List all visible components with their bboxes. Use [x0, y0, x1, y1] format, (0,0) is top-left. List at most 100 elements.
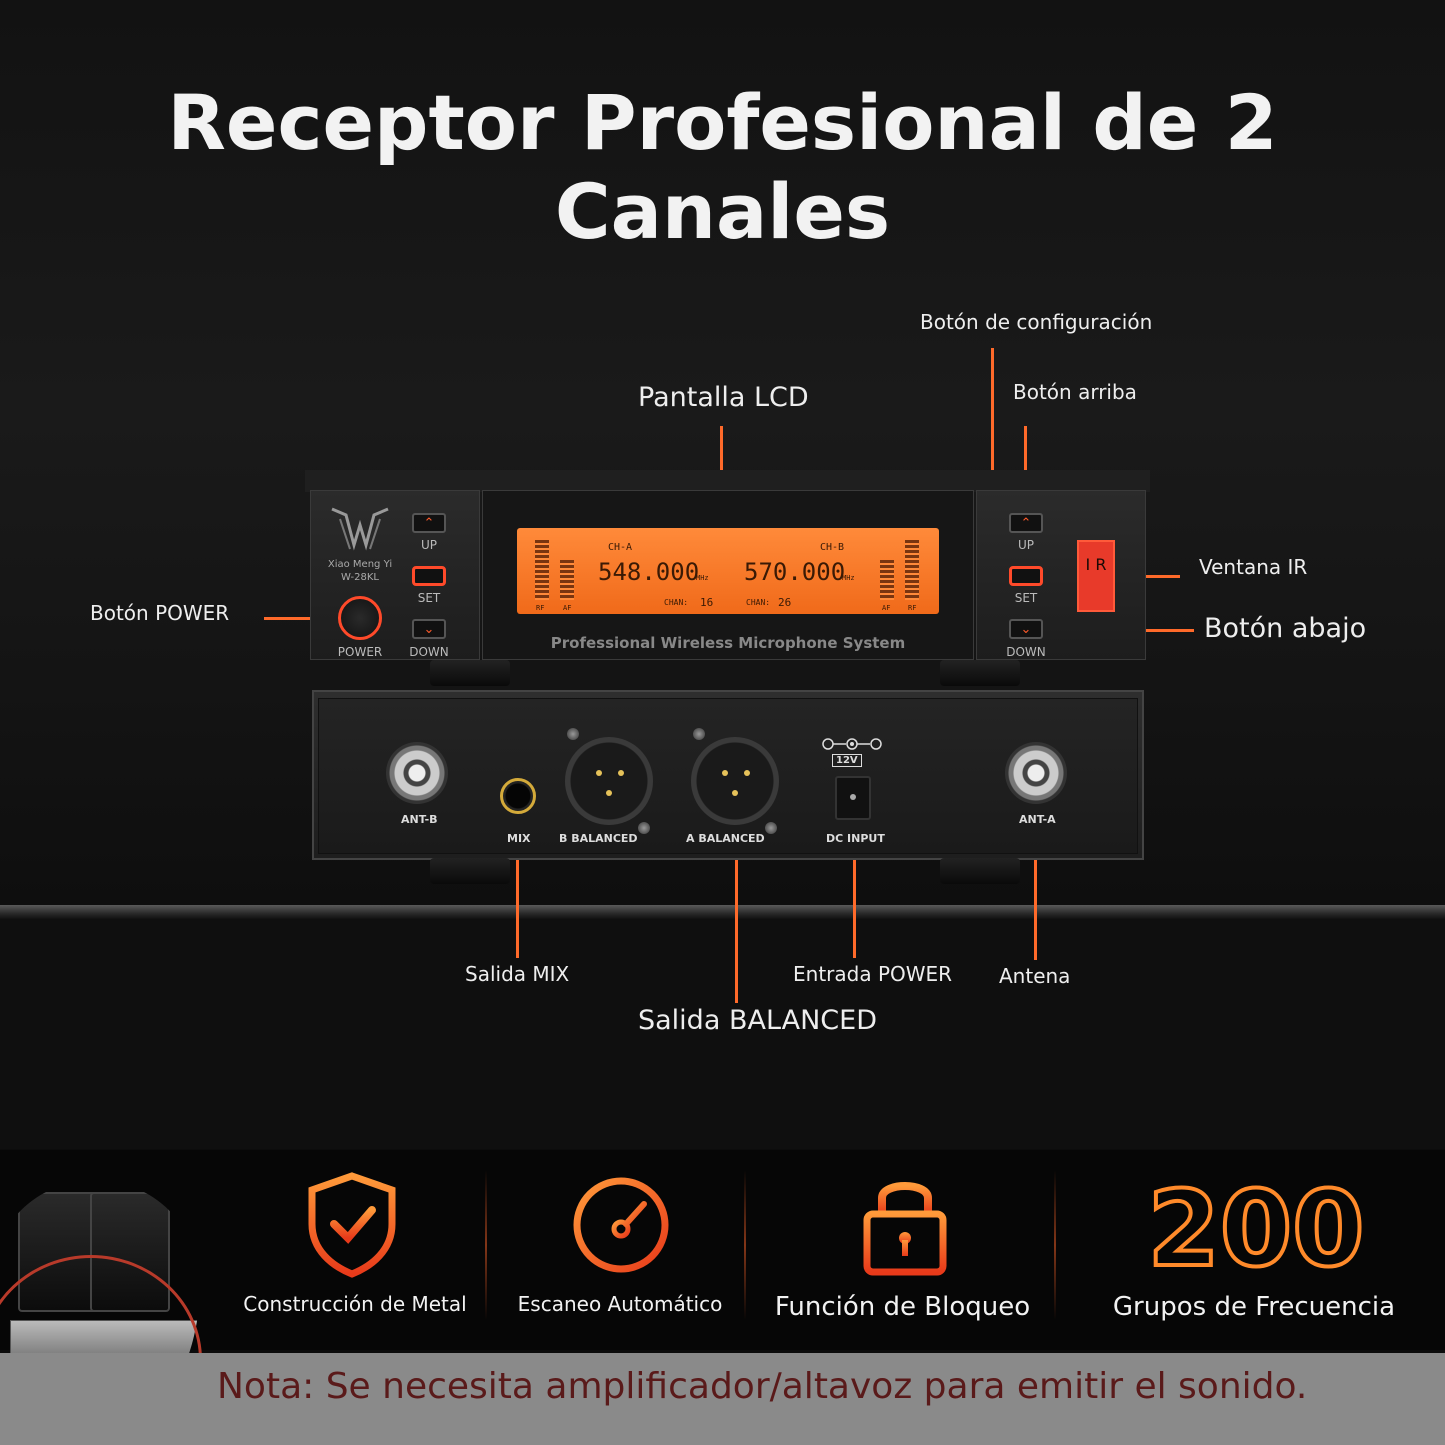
lcd-ch-b: CH-B — [820, 542, 845, 553]
feature-label-metal: Construcción de Metal — [243, 1292, 467, 1316]
xlr-pin — [722, 770, 728, 776]
chevron-down-icon: ⌄ — [1020, 621, 1032, 637]
label-down-button: Botón abajo — [1204, 613, 1367, 644]
foot — [430, 660, 510, 686]
lcd-af-a: AF — [563, 604, 572, 612]
left-down-label: DOWN — [409, 645, 449, 659]
screw — [693, 728, 705, 740]
right-down-label: DOWN — [1006, 645, 1046, 659]
label-balanced-output: Salida BALANCED — [638, 1005, 877, 1036]
note-bar — [0, 1353, 1445, 1445]
label-power-button: Botón POWER — [90, 601, 230, 625]
line-balanced — [735, 846, 738, 1003]
screw — [765, 822, 777, 834]
label-antenna: Antena — [999, 964, 1071, 988]
screw — [638, 822, 650, 834]
feature-label-frequency: Grupos de Frecuencia — [1112, 1292, 1396, 1322]
lcd-meter-rf-a — [535, 540, 549, 600]
lcd-chan-a-label: CHAN: — [664, 598, 689, 607]
ant-a-label: ANT-A — [1019, 813, 1056, 826]
receiver-top — [305, 470, 1150, 492]
ir-window: I R — [1077, 540, 1115, 612]
antenna-a-connector[interactable] — [1005, 742, 1067, 804]
system-name: Professional Wireless Microphone System — [550, 634, 906, 652]
power-label: POWER — [337, 645, 383, 659]
xlr-b-connector[interactable] — [565, 737, 653, 825]
brand-name: Xiao Meng Yi — [327, 559, 393, 570]
label-lcd: Pantalla LCD — [638, 382, 809, 413]
gauge-icon — [573, 1177, 669, 1273]
label-config-button: Botón de configuración — [920, 310, 1153, 334]
xlr-pin — [596, 770, 602, 776]
right-set-label: SET — [1014, 591, 1038, 605]
receiver-left-panel — [310, 490, 480, 660]
screw — [567, 728, 579, 740]
a-balanced-label: A BALANCED — [686, 832, 765, 845]
lcd-chan-b: 26 — [778, 596, 792, 609]
power-button[interactable] — [338, 596, 382, 640]
line-antenna — [1034, 832, 1037, 960]
left-up-label: UP — [420, 538, 438, 552]
antenna-b-connector[interactable] — [386, 742, 448, 804]
right-up-button[interactable]: ⌃ — [1009, 513, 1043, 533]
right-set-button[interactable] — [1009, 566, 1043, 586]
lcd-screen — [517, 528, 939, 614]
shield-check-icon — [308, 1172, 396, 1278]
lcd-rf-a: RF — [536, 604, 545, 612]
foot — [940, 660, 1020, 686]
right-down-button[interactable]: ⌄ — [1009, 619, 1043, 639]
lcd-freq-a: 548.000 — [598, 558, 700, 586]
label-power-input: Entrada POWER — [793, 962, 953, 986]
line-up — [1024, 426, 1027, 510]
line-power-in — [853, 846, 856, 958]
page-title: Receptor Profesional de 2 Canales — [167, 78, 1278, 256]
lcd-mhz-a: MHz — [696, 574, 709, 582]
chevron-up-icon: ⌃ — [423, 515, 435, 531]
dc-input-label: DC INPUT — [826, 832, 885, 845]
lcd-mhz-b: MHz — [842, 574, 855, 582]
left-down-button[interactable]: ⌄ — [412, 619, 446, 639]
line-config — [991, 348, 994, 576]
left-set-button[interactable] — [412, 566, 446, 586]
chevron-down-icon: ⌄ — [423, 621, 435, 637]
features-band — [0, 1150, 1445, 1350]
chevron-up-icon: ⌃ — [1020, 515, 1032, 531]
frequency-groups-number: 200 — [1145, 1166, 1366, 1292]
voltage-label: 12V — [832, 754, 862, 767]
line-mix — [516, 846, 519, 958]
divider — [1054, 1170, 1056, 1320]
xlr-pin — [606, 790, 612, 796]
foot — [430, 858, 510, 884]
padlock-icon — [863, 1182, 947, 1276]
foot — [940, 858, 1020, 884]
xlr-pin — [618, 770, 624, 776]
label-up-button: Botón arriba — [1013, 380, 1137, 404]
feature-label-scan: Escaneo Automático — [517, 1292, 723, 1316]
brand-text: Xiao Meng Yi W-28KL — [320, 558, 400, 584]
brand-model: W-28KL — [341, 572, 379, 583]
mix-label: MIX — [507, 832, 531, 845]
left-up-button[interactable]: ⌃ — [412, 513, 446, 533]
divider — [744, 1170, 746, 1320]
divider — [485, 1170, 487, 1320]
brand-logo-icon — [331, 507, 389, 551]
lcd-af-b: AF — [882, 604, 891, 612]
b-balanced-label: B BALANCED — [559, 832, 638, 845]
left-set-label: SET — [417, 591, 441, 605]
label-mix-output: Salida MIX — [465, 962, 570, 986]
polarity-icon — [822, 738, 882, 750]
image-ring — [0, 1255, 202, 1445]
xlr-a-connector[interactable] — [691, 737, 779, 825]
lcd-meter-af-b — [880, 560, 894, 600]
xlr-pin — [744, 770, 750, 776]
dc-input-jack[interactable] — [835, 776, 871, 820]
right-up-label: UP — [1017, 538, 1035, 552]
background-bottom — [0, 919, 1445, 1149]
mix-jack[interactable] — [500, 778, 536, 814]
label-ir-window: Ventana IR — [1199, 555, 1308, 579]
lcd-ch-a: CH-A — [608, 542, 633, 553]
lcd-meter-af-a — [560, 560, 574, 600]
lcd-meter-rf-b — [905, 540, 919, 600]
lcd-rf-b: RF — [908, 604, 917, 612]
ant-b-label: ANT-B — [401, 813, 438, 826]
